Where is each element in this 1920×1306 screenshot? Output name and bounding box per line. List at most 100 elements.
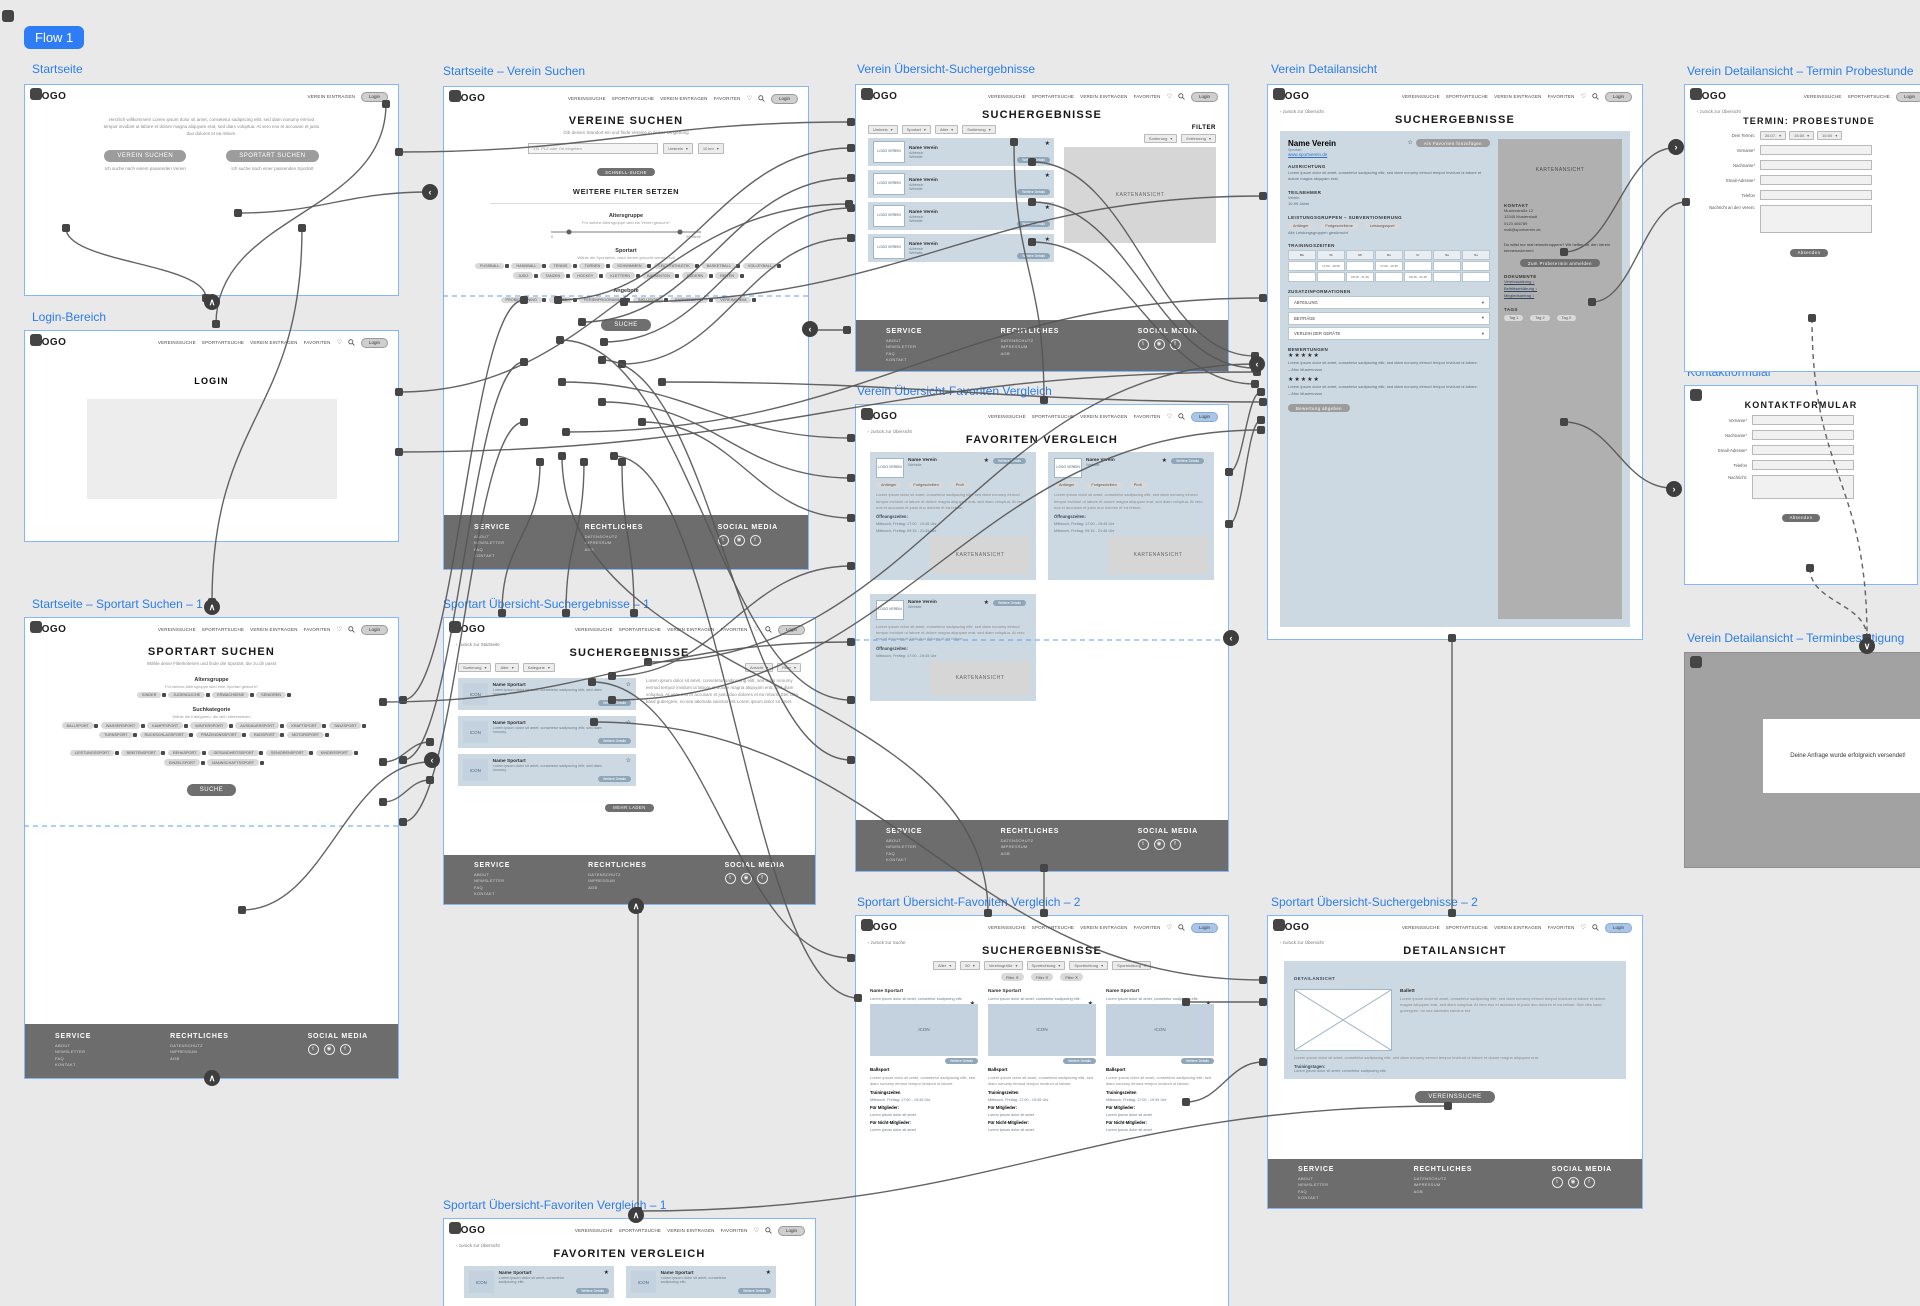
level-chip[interactable]: Fortgeschrittene xyxy=(1320,222,1358,229)
nav-link[interactable]: FAVORITEN xyxy=(1547,94,1575,99)
nav-link[interactable]: FAVORITEN xyxy=(720,627,748,632)
compare-column[interactable]: Name Sportart Lorem ipsum dolor sit amet… xyxy=(1106,989,1214,1132)
footer-link[interactable]: NEWSLETTER xyxy=(55,1049,86,1054)
filter-chip[interactable]: REHASPORT xyxy=(167,750,206,757)
footer-link[interactable]: IMPRESSUM xyxy=(170,1049,198,1054)
footer-link[interactable]: KONTAKT xyxy=(474,553,495,558)
nav-link[interactable]: VEREIN EINTRAGEN xyxy=(1494,925,1542,930)
nav-link[interactable]: FAVORITEN xyxy=(1547,925,1575,930)
footer-link[interactable]: DATENSCHUTZ xyxy=(584,533,618,539)
frame-title-login[interactable]: Login-Bereich xyxy=(32,310,107,324)
footer-link[interactable]: IMPRESSUM xyxy=(1000,844,1028,849)
details-button[interactable]: Weitere Details xyxy=(1017,157,1050,164)
level-chip[interactable]: Anfänger xyxy=(1054,482,1080,489)
twitter-icon[interactable]: t xyxy=(1551,1176,1563,1188)
nav-link[interactable]: VEREINSSUCHE xyxy=(157,340,196,345)
verein-website-link[interactable]: www.sportverein.de xyxy=(1288,152,1328,157)
filter-chip[interactable]: KURSE xyxy=(548,296,577,304)
instagram-icon[interactable]: ◉ xyxy=(1153,338,1165,350)
filter-select[interactable]: Sortierung xyxy=(962,125,996,135)
probetermin-button[interactable]: Zum Probetermin anmelden xyxy=(1520,259,1600,268)
level-chip[interactable]: Fortgeschritten xyxy=(1086,482,1122,489)
footer-link[interactable]: ABOUT xyxy=(886,837,902,843)
filter-select[interactable]: Alter xyxy=(934,125,959,135)
filter-select[interactable]: Sportart xyxy=(901,125,931,135)
frame-title-bestaetigung[interactable]: Verein Detailansicht – Terminbestätigung xyxy=(1687,631,1905,645)
nachricht-textarea[interactable] xyxy=(1760,205,1872,234)
footer-link[interactable]: DATENSCHUTZ xyxy=(588,871,621,877)
flow-chevron-node[interactable]: › xyxy=(1666,481,1682,497)
login-button[interactable]: Login xyxy=(770,93,798,104)
result-website[interactable]: Website xyxy=(909,250,923,255)
schnellsuche-button[interactable]: SCHNELL-SUCHE xyxy=(597,168,655,177)
favorites-heart-icon[interactable]: ♡ xyxy=(753,626,759,633)
favorite-star-icon[interactable]: ★ xyxy=(1161,458,1168,464)
nav-link[interactable]: SPORTARTSUCHE xyxy=(1031,925,1075,930)
map-view[interactable]: KARTENANSICHT xyxy=(1064,147,1216,244)
tag-chip[interactable]: Tag 3 xyxy=(1556,314,1576,322)
filter-chip[interactable]: WASSERSPORT xyxy=(100,722,146,729)
flow-chevron-node[interactable]: ∧ xyxy=(204,294,220,310)
accordion-row[interactable]: ABTEILUNG xyxy=(1288,296,1490,310)
nav-link[interactable]: VEREIN EINTRAGEN xyxy=(667,1228,715,1233)
favorites-heart-icon[interactable]: ♡ xyxy=(1580,924,1586,931)
favorites-heart-icon[interactable]: ♡ xyxy=(336,626,342,633)
flow-chevron-node[interactable]: › xyxy=(1668,139,1684,155)
filter-chip[interactable]: BREITENSPORT xyxy=(121,750,166,757)
nav-link[interactable]: VEREIN EINTRAGEN xyxy=(250,340,298,345)
vorname-input[interactable] xyxy=(1760,145,1872,156)
twitter-icon[interactable]: t xyxy=(724,872,736,884)
filter-chip[interactable]: MANNSCHAFTSSPORT xyxy=(207,759,264,766)
details-button[interactable]: Weitere Details xyxy=(1181,1057,1214,1064)
nav-link[interactable]: VEREIN EINTRAGEN xyxy=(1494,94,1542,99)
footer-link[interactable]: NEWSLETTER xyxy=(1298,1182,1329,1187)
footer-link[interactable]: AGB xyxy=(170,1055,180,1061)
dokument-link[interactable]: Vereinssatzung ↓ xyxy=(1504,279,1535,285)
login-button[interactable]: Login xyxy=(777,624,805,635)
level-chip[interactable]: Profi xyxy=(1128,482,1147,489)
compare-column[interactable]: Name Sportart Lorem ipsum dolor sit amet… xyxy=(870,989,978,1132)
favorites-heart-icon[interactable]: ♡ xyxy=(1166,924,1172,931)
search-icon[interactable] xyxy=(1592,93,1599,100)
flow-badge[interactable]: Flow 1 xyxy=(24,26,85,49)
favorite-star-icon[interactable]: ★ xyxy=(765,1270,771,1276)
termin-select[interactable]: 26.07. xyxy=(1760,131,1787,141)
footer-link[interactable]: AGB xyxy=(1000,350,1010,356)
map-view[interactable]: KARTENANSICHT xyxy=(930,535,1030,574)
favorite-star-icon[interactable]: ★ xyxy=(1044,141,1050,148)
nav-link[interactable]: VEREINSSUCHE xyxy=(1401,94,1440,99)
nav-link[interactable]: VEREINSSUCHE xyxy=(574,1228,613,1233)
nav-link[interactable]: SPORTARTSUCHE xyxy=(618,1228,662,1233)
filter-chip[interactable]: MOTORSPORT xyxy=(286,731,329,739)
filter-chip[interactable]: RUDERN xyxy=(681,272,713,279)
accordion-row[interactable]: VERLEIH DER GERÄTE xyxy=(1288,327,1490,341)
search-icon[interactable] xyxy=(765,626,772,633)
login-button[interactable]: Login xyxy=(1604,91,1632,102)
details-button[interactable]: Weitere Details xyxy=(598,776,631,783)
bewertung-button[interactable]: Bewertung abgeben xyxy=(1288,404,1350,413)
filter-chip[interactable]: BADMINTON xyxy=(642,272,680,279)
favorites-heart-icon[interactable]: ♡ xyxy=(753,1227,759,1234)
filter-chip[interactable]: WINTERSPORT xyxy=(190,722,233,729)
filter-chip[interactable]: KINDER xyxy=(136,691,167,699)
frame-title-termin[interactable]: Verein Detailansicht – Termin Probestund… xyxy=(1687,64,1914,78)
verein-suchen-button[interactable]: VEREIN SUCHEN xyxy=(104,149,187,162)
details-button[interactable]: Weitere Details xyxy=(598,738,631,745)
details-button[interactable]: Weitere Details xyxy=(1171,458,1204,464)
footer-link[interactable]: NEWSLETTER xyxy=(474,878,505,883)
filter-chip[interactable]: TURNEN xyxy=(579,262,610,270)
nachname-input[interactable] xyxy=(1752,430,1854,440)
back-link[interactable]: ‹ zurück zur Übersicht xyxy=(1280,940,1324,945)
back-link[interactable]: ‹ zurück zur Übersicht xyxy=(1697,109,1741,114)
filter-chip[interactable]: SENIORENSPORT xyxy=(265,750,314,757)
frame-title-verein-detail[interactable]: Verein Detailansicht xyxy=(1271,62,1378,76)
accordion-row[interactable]: BEITRÄGE xyxy=(1288,311,1490,325)
login-button[interactable]: Login xyxy=(360,91,388,102)
map-view[interactable]: KARTENANSICHT xyxy=(1108,535,1208,574)
nav-link[interactable]: FAVORITEN xyxy=(1133,414,1161,419)
filter-chip[interactable]: GESUNDHEITSSPORT xyxy=(208,750,264,757)
